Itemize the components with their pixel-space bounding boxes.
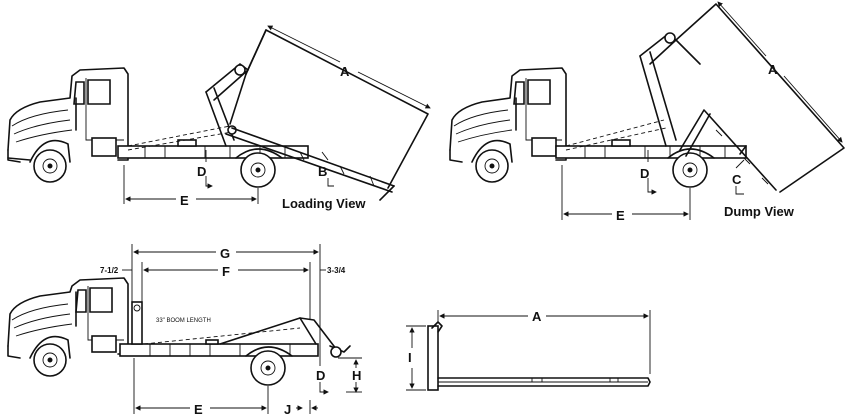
container-label-i: I [408, 350, 412, 365]
side-hook-arm [143, 317, 351, 358]
loading-view: A D B E Loading View [7, 25, 431, 211]
loading-label-e: E [180, 193, 189, 208]
side-dimension-lines: G F 7-1/2 3-3/4 D H E J [100, 244, 362, 417]
offset-left-label: 7-1/2 [100, 266, 119, 275]
truck-chassis [117, 139, 309, 188]
container-body [427, 321, 651, 391]
dump-label-d: D [640, 166, 649, 181]
dump-view-title: Dump View [724, 204, 795, 219]
side-label-g: G [220, 246, 230, 261]
container-view: A I [406, 309, 651, 391]
side-label-f: F [222, 264, 230, 279]
dump-view: A D C E Dump View [449, 1, 845, 223]
dump-truck-cab [449, 67, 567, 183]
dump-container [675, 3, 845, 193]
container-tilted [225, 29, 429, 201]
dump-truck-chassis [555, 139, 747, 188]
dump-hook-arm [565, 32, 677, 151]
container-dimension-lines: A I [406, 309, 651, 391]
dump-label-e: E [616, 208, 625, 223]
side-label-e: E [194, 402, 203, 417]
side-truck-cab [7, 277, 129, 377]
loading-label-d: D [197, 164, 206, 179]
boom-length-note: 33" BOOM LENGTH [156, 318, 211, 324]
loading-label-a: A [340, 64, 350, 79]
side-view: 33" BOOM LENGTH G F 7-1/2 3-3/4 D H E [7, 244, 362, 417]
loading-label-b: B [318, 164, 327, 179]
hook-arm [127, 63, 249, 151]
side-label-d: D [316, 368, 325, 383]
container-label-a: A [532, 309, 542, 324]
loading-view-title: Loading View [282, 196, 366, 211]
dump-label-c: C [732, 172, 742, 187]
side-label-h: H [352, 368, 361, 383]
side-chassis [119, 301, 319, 386]
side-label-j: J [284, 402, 291, 417]
dump-label-a: A [768, 62, 778, 77]
truck-cab [7, 67, 129, 183]
dump-dimension-lines: A D C E [561, 1, 843, 223]
offset-right-label: 3-3/4 [327, 266, 346, 275]
dimension-lines: A D B E [123, 25, 431, 208]
